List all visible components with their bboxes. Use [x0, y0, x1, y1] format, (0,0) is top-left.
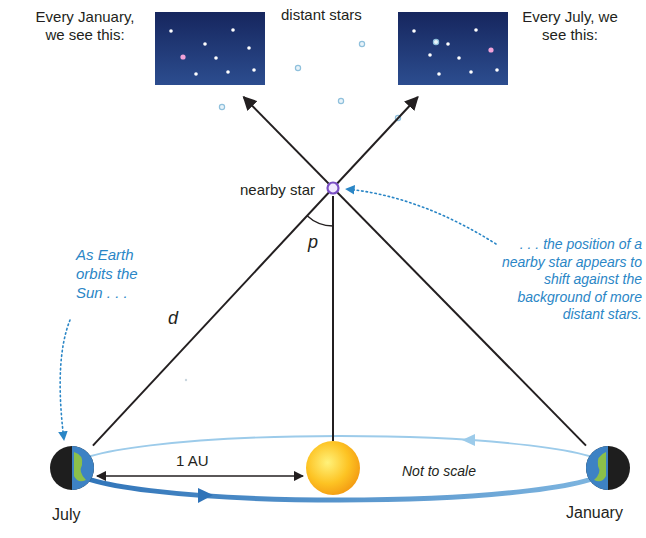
nearby-star-dot — [488, 47, 493, 52]
star-dot — [446, 42, 450, 46]
star-dot — [247, 46, 251, 50]
month-label: January — [566, 503, 623, 522]
sky-panel — [155, 12, 265, 85]
nearby-star-dot — [180, 54, 185, 59]
sight-line — [244, 97, 586, 446]
star-dot — [437, 72, 441, 76]
star-dot — [169, 29, 173, 33]
star-dot — [231, 28, 235, 32]
orbit-arrow — [462, 434, 475, 446]
star-dot — [469, 70, 473, 74]
star-ring — [359, 41, 364, 46]
part-label: nearby star — [215, 181, 315, 199]
callout-note: . . . the position of a nearby star appe… — [500, 236, 642, 324]
part-label: distant stars — [281, 6, 362, 24]
leader-line — [60, 320, 70, 440]
star-dot — [412, 29, 416, 33]
star-dot — [226, 70, 230, 74]
star-dot — [495, 68, 499, 72]
earth-night-side — [586, 446, 630, 490]
earth-night-side — [50, 446, 94, 490]
star-ring — [295, 65, 300, 70]
month-label: July — [52, 505, 80, 524]
sight-line — [93, 97, 418, 446]
star-ring — [433, 39, 438, 44]
star-dot — [194, 72, 198, 76]
star-dot — [214, 56, 218, 60]
star-dot — [457, 56, 461, 60]
july-sky — [398, 12, 508, 85]
january-sky — [155, 12, 265, 85]
dimension-arrow — [97, 475, 303, 477]
star-ring — [219, 104, 224, 109]
nearby-star — [328, 183, 339, 194]
distance-symbol: d — [168, 308, 178, 330]
earth-january — [586, 446, 630, 490]
distance-line — [332, 196, 334, 441]
scale-note: Not to scale — [402, 463, 476, 480]
orbit-arrow — [198, 488, 213, 503]
earth-land — [74, 452, 86, 481]
earth-day-side — [586, 446, 608, 490]
star-dot — [428, 53, 432, 57]
leader-line — [346, 189, 496, 244]
dimension-label: 1 AU — [176, 452, 209, 470]
earth-july — [50, 446, 94, 490]
angle-symbol: p — [308, 232, 318, 254]
view-caption: Every January, we see this: — [26, 8, 144, 44]
earth-day-side — [72, 446, 94, 490]
star-dot — [252, 68, 256, 72]
callout-note: As Earth orbits the Sun . . . — [76, 246, 156, 302]
star-dot — [203, 42, 207, 46]
parallax-angle-arc — [307, 216, 333, 226]
star-dot — [185, 379, 187, 381]
earth-land — [594, 452, 606, 481]
sun — [306, 441, 360, 495]
star-dot — [474, 28, 478, 32]
view-caption: Every July, we see this: — [520, 8, 620, 44]
star-ring — [338, 98, 343, 103]
sky-panel — [398, 12, 508, 85]
